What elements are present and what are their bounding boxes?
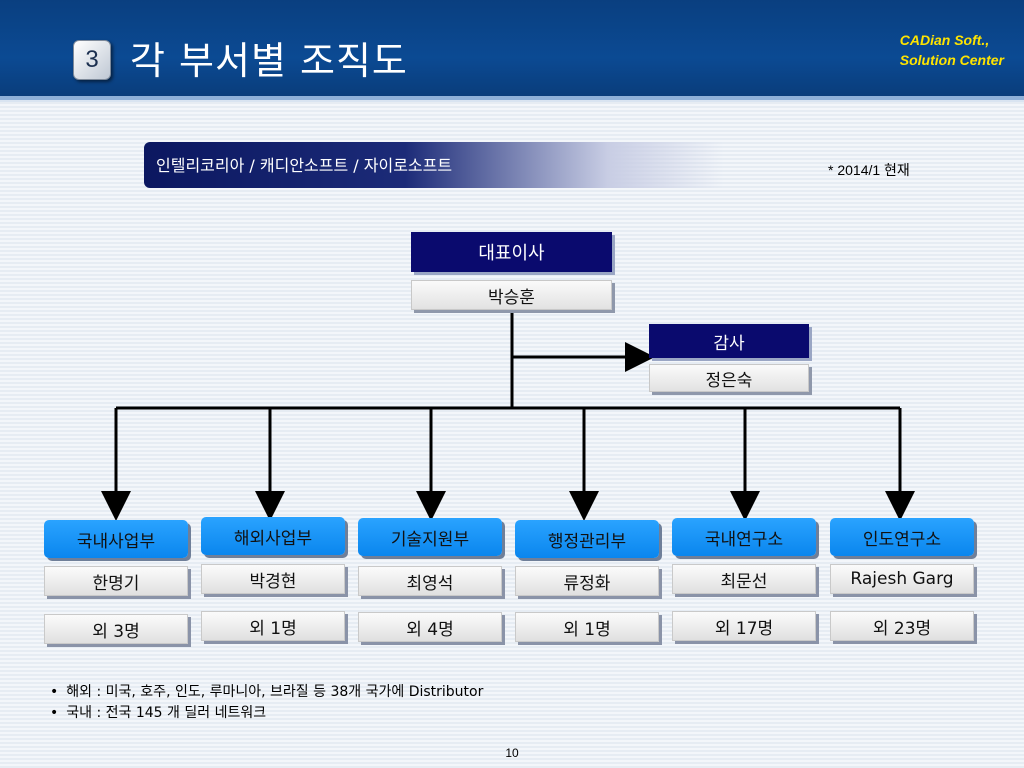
dept-domestic-lab-staff: 외 17명 — [672, 611, 816, 641]
page-title: 각 부서별 조직도 — [130, 39, 408, 83]
dept-admin-head: 류정화 — [515, 566, 659, 596]
as-of-date: * 2014/1 현재 — [828, 162, 910, 178]
dept-india-lab-staff: 외 23명 — [830, 611, 974, 641]
dept-overseas-sales-head: 박경현 — [201, 564, 345, 594]
dept-domestic-lab-head: 최문선 — [672, 564, 816, 594]
slide-header — [0, 0, 1024, 96]
auditor-name-box: 정은숙 — [649, 364, 809, 392]
auditor-title-box: 감사 — [649, 324, 809, 358]
header-divider — [0, 96, 1024, 100]
brand-line-1: CADian Soft., — [899, 32, 990, 48]
dept-overseas-sales-staff: 외 1명 — [201, 611, 345, 641]
company-banner: 인텔리코리아 / 캐디안소프트 / 자이로소프트 — [144, 142, 724, 188]
note-overseas: 해외 : 미국, 호주, 인도, 루마니아, 브라질 등 38개 국가에 Dis… — [50, 682, 483, 703]
dept-tech-support: 기술지원부 — [358, 518, 502, 556]
ceo-name-box: 박승훈 — [411, 280, 612, 310]
section-number-badge: 3 — [73, 40, 111, 80]
dept-overseas-sales: 해외사업부 — [201, 517, 345, 555]
dept-tech-support-head: 최영석 — [358, 566, 502, 596]
dept-domestic-sales-head: 한명기 — [44, 566, 188, 596]
dept-domestic-lab: 국내연구소 — [672, 518, 816, 556]
brand-line-2: Solution Center — [899, 52, 1004, 68]
page-number: 10 — [505, 746, 519, 760]
notes-list: 해외 : 미국, 호주, 인도, 루마니아, 브라질 등 38개 국가에 Dis… — [50, 682, 483, 724]
note-domestic: 국내 : 전국 145 개 딜러 네트워크 — [50, 703, 483, 724]
dept-admin: 행정관리부 — [515, 520, 659, 558]
dept-admin-staff: 외 1명 — [515, 612, 659, 642]
dept-india-lab: 인도연구소 — [830, 518, 974, 556]
dept-domestic-sales: 국내사업부 — [44, 520, 188, 558]
dept-domestic-sales-staff: 외 3명 — [44, 614, 188, 644]
header-divider-light — [0, 100, 1024, 102]
dept-india-lab-head: Rajesh Garg — [830, 564, 974, 594]
ceo-title-box: 대표이사 — [411, 232, 612, 272]
dept-tech-support-staff: 외 4명 — [358, 612, 502, 642]
brand-label: CADian Soft., Solution Center — [900, 30, 1004, 70]
